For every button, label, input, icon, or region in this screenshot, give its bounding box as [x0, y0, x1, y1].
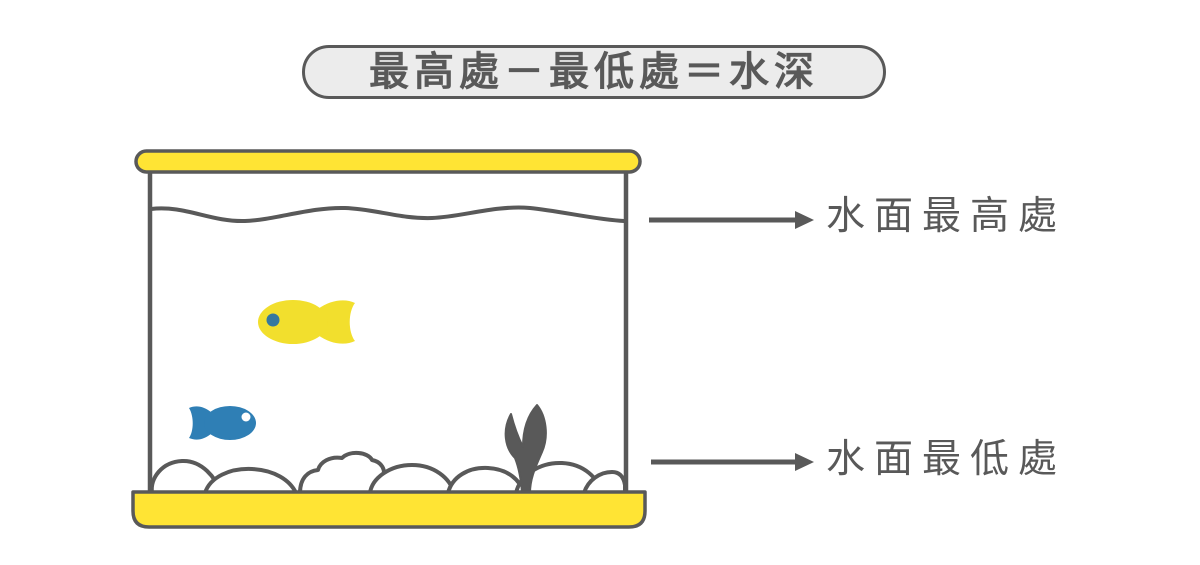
- arrowhead-icon: [795, 453, 814, 471]
- yellow-fish-icon: [258, 300, 355, 344]
- tank-lid: [134, 149, 642, 174]
- blue-fish-icon: [189, 406, 256, 440]
- label-water-surface-highest: 水面最高處: [826, 195, 1067, 238]
- water-surface-line: [149, 205, 626, 224]
- blue-fish-eye: [241, 412, 251, 422]
- formula-banner: 最高處－最低處＝水深: [302, 45, 886, 99]
- arrow-to-highest: [649, 211, 814, 229]
- formula-text: 最高處－最低處＝水深: [369, 50, 819, 94]
- tank-walls: [147, 167, 629, 495]
- seaweed-icon: [504, 404, 547, 494]
- arrowhead-icon: [795, 211, 814, 229]
- label-water-surface-lowest: 水面最低處: [826, 438, 1067, 481]
- arrow-to-lowest: [651, 453, 814, 471]
- yellow-fish-eye: [266, 313, 280, 327]
- pebbles: [149, 451, 627, 495]
- tank-base: [131, 490, 647, 529]
